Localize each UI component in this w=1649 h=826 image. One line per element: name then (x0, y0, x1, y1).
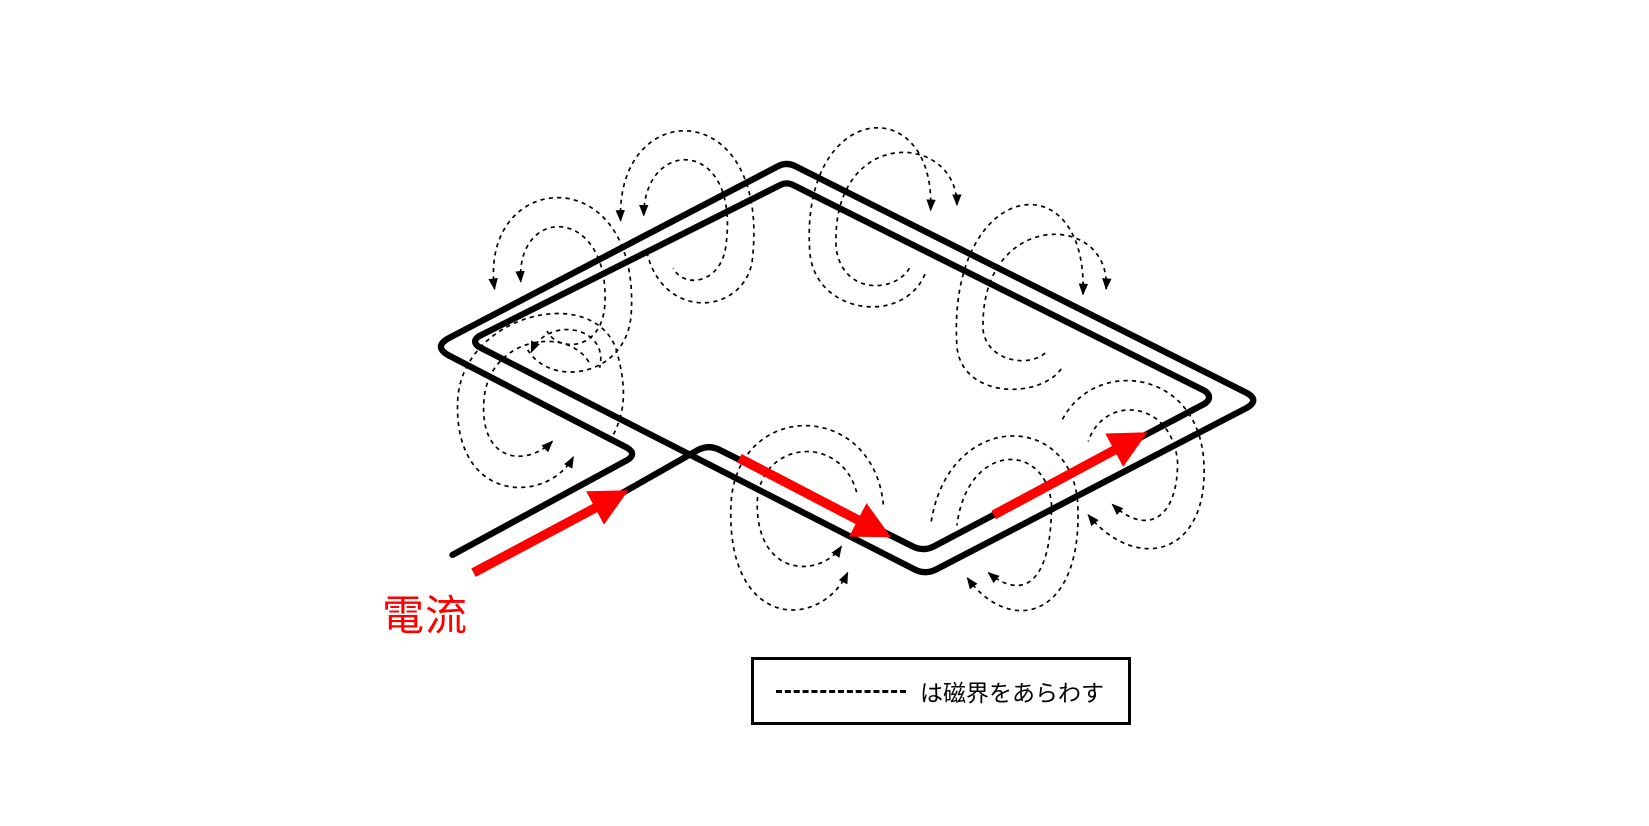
field-line-loop (982, 233, 1112, 362)
field-line-loop (482, 340, 590, 458)
current-label: 電流 (382, 591, 469, 640)
legend-text: は磁界をあらわす (920, 681, 1104, 707)
field-line-loop (639, 158, 729, 282)
legend-box: は磁界をあらわす (751, 657, 1131, 725)
field-line-loop (956, 458, 1053, 587)
field-line-loop (1087, 409, 1179, 522)
field-line-loop (615, 129, 755, 304)
field-line-loop (530, 328, 602, 369)
coil-wire (437, 160, 1257, 576)
field-line-loop (1061, 379, 1205, 550)
current-arrow-bottom-left (737, 453, 892, 538)
field-line-loop (756, 450, 858, 568)
field-line-loop (730, 424, 885, 611)
field-line-loop (488, 196, 633, 373)
current-arrow-bottom-right (991, 432, 1148, 520)
dashed-line-icon (776, 689, 906, 693)
field-line-loop (808, 127, 936, 308)
field-line-loop (929, 435, 1079, 612)
magnetic-field-lines (456, 127, 1205, 612)
current-arrow-lead (471, 490, 629, 577)
field-line-loop (515, 225, 606, 346)
current-arrows (471, 432, 1148, 577)
field-line-loop (955, 203, 1089, 391)
